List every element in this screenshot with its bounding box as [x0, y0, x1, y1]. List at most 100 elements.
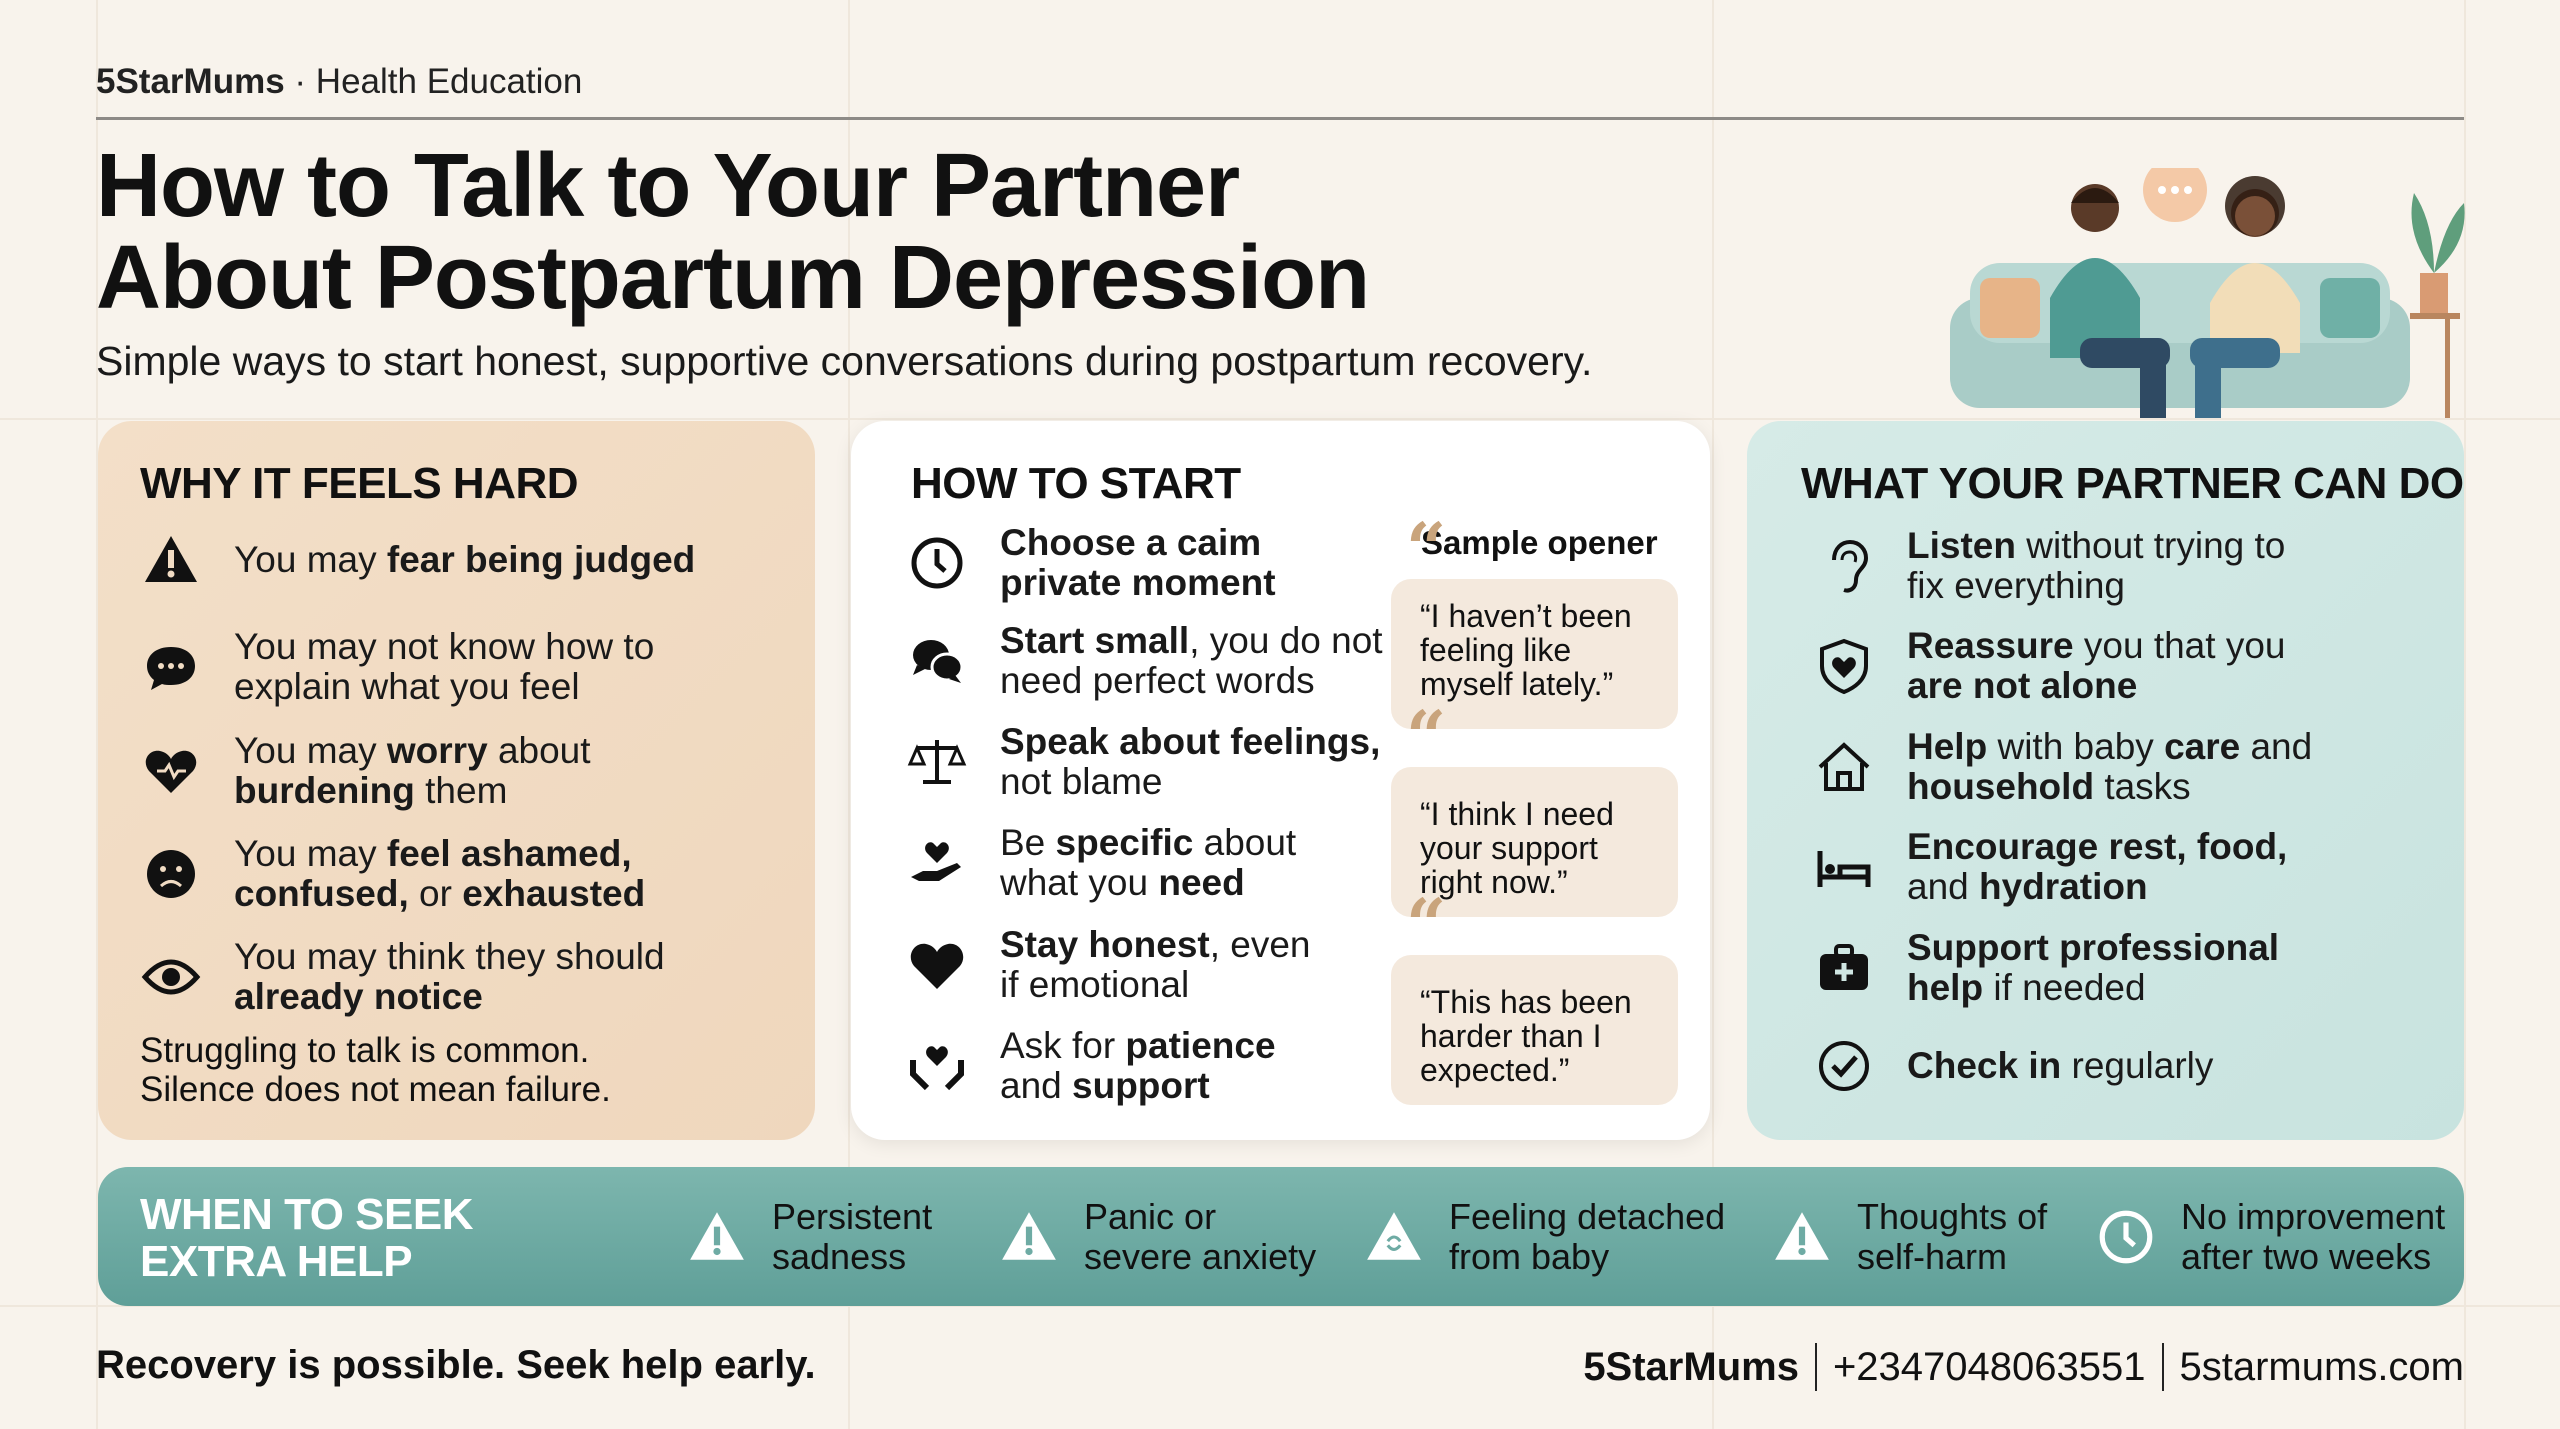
text-line: Be specific about — [1000, 823, 1296, 863]
text-line: burdening them — [234, 771, 591, 811]
warning-icon — [145, 536, 197, 582]
bed-icon — [1813, 836, 1875, 898]
text-line: You may fear being judged — [234, 540, 695, 580]
check-circle-icon — [1813, 1035, 1875, 1097]
text-line: and support — [1000, 1066, 1276, 1106]
text-line: what you need — [1000, 863, 1296, 903]
medical-kit-icon — [1813, 937, 1875, 999]
text-part: You may — [234, 833, 387, 874]
note-line: Struggling to talk is common. — [140, 1031, 590, 1070]
text-line: explain what you feel — [234, 667, 654, 707]
text-part: if emotional — [1000, 964, 1190, 1005]
emphasis-text: Start small — [1000, 620, 1190, 661]
grid-line — [0, 1305, 2560, 1307]
quote-line: “This has been — [1420, 984, 1632, 1020]
check-circle-icon — [1819, 1041, 1869, 1091]
title-line: About Postpartum Depression — [96, 228, 1370, 328]
note-line: Silence does not mean failure. — [140, 1070, 611, 1109]
text-part: regularly — [2061, 1045, 2214, 1086]
medical-kit-icon — [1820, 944, 1868, 990]
heart-in-hand-icon — [906, 832, 968, 894]
text-part: need perfect words — [1000, 660, 1315, 701]
clock-icon — [911, 537, 963, 589]
text-line: Ask for patience — [1000, 1026, 1276, 1066]
heart-icon — [910, 943, 964, 989]
item-text: You may fear being judged — [234, 540, 695, 580]
emphasis-text: already notice — [234, 976, 483, 1017]
brand-line: 5StarMums · Health Education — [96, 62, 582, 102]
clock-icon — [906, 532, 968, 594]
panel-heading: WHY IT FEELS HARD — [140, 459, 579, 508]
text-part: Be — [1000, 822, 1056, 863]
text-part: fix everything — [1907, 565, 2125, 606]
quote-mark-icon: “ — [1406, 695, 1447, 778]
speech-bubble-icon — [140, 636, 202, 698]
emphasis-text: Encourage rest, food, — [1907, 826, 2288, 867]
text-part: , even — [1209, 924, 1311, 965]
text-part: you that you — [2073, 625, 2286, 666]
reassurance-note: Struggling to talk is common.Silence doe… — [140, 1031, 611, 1109]
text-part: You may — [234, 730, 387, 771]
text-line: Thoughts of — [1857, 1195, 2048, 1237]
text-line: Help with baby care and — [1907, 727, 2312, 767]
sad-face-icon — [140, 843, 202, 905]
text-line: Start small, you do not — [1000, 621, 1383, 661]
emphasis-text: Reassure — [1907, 625, 2074, 666]
ear-icon — [1813, 535, 1875, 597]
shield-heart-icon — [1820, 638, 1868, 695]
grid-line — [1712, 0, 1714, 1429]
title-line: How to Talk to Your Partner — [96, 136, 1240, 236]
text-line: You may worry about — [234, 731, 591, 771]
shield-heart-icon — [1813, 635, 1875, 697]
quote-line: myself lately.” — [1420, 666, 1614, 702]
eye-icon — [141, 959, 201, 995]
divider — [2161, 1343, 2164, 1391]
emphasis-text: Listen — [1907, 525, 2016, 566]
emphasis-text: Speak about feelings, — [1000, 721, 1381, 762]
text-line: Reassure you that you — [1907, 626, 2285, 666]
text-line: Persistent — [772, 1195, 933, 1237]
quote-line: your support — [1420, 830, 1598, 866]
text-line: No improvement — [2181, 1195, 2446, 1237]
heading-line: WHEN TO SEEK — [140, 1190, 474, 1239]
panel-heading: HOW TO START — [911, 459, 1241, 508]
text-part: and — [1000, 1065, 1073, 1106]
text-line: Check in regularly — [1907, 1046, 2213, 1086]
brand-name: 5StarMums — [96, 62, 285, 101]
text-line: Panic or — [1084, 1195, 1217, 1237]
hands-heart-icon — [906, 1035, 968, 1097]
text-line: Support professional — [1907, 928, 2279, 968]
quote-line: right now.” — [1420, 864, 1568, 900]
panel-heading: WHAT YOUR PARTNER CAN DO — [1801, 459, 2464, 508]
website-link[interactable]: 5starmums.com — [2179, 1344, 2465, 1389]
phone-number[interactable]: +2347048063551 — [1832, 1344, 2146, 1389]
text-part: Ask for — [1000, 1025, 1126, 1066]
subtitle: Simple ways to start honest, supportive … — [96, 338, 1593, 384]
chat-bubbles-icon — [913, 640, 964, 683]
warning-icon — [140, 529, 202, 591]
list-item: You may feel ashamed,confused, or exhaus… — [140, 834, 645, 914]
text-part: You may — [234, 539, 387, 580]
house-icon — [1818, 742, 1870, 791]
emphasis-text: hydration — [1979, 866, 2148, 907]
footer-tagline: Recovery is possible. Seek help early. — [96, 1343, 816, 1387]
emphasis-text: care — [2164, 726, 2241, 767]
item-text: You may feel ashamed,confused, or exhaus… — [234, 834, 645, 914]
why-it-feels-hard-panel: WHY IT FEELS HARD You may fear being jud… — [98, 421, 815, 1140]
eye-icon — [140, 946, 202, 1008]
